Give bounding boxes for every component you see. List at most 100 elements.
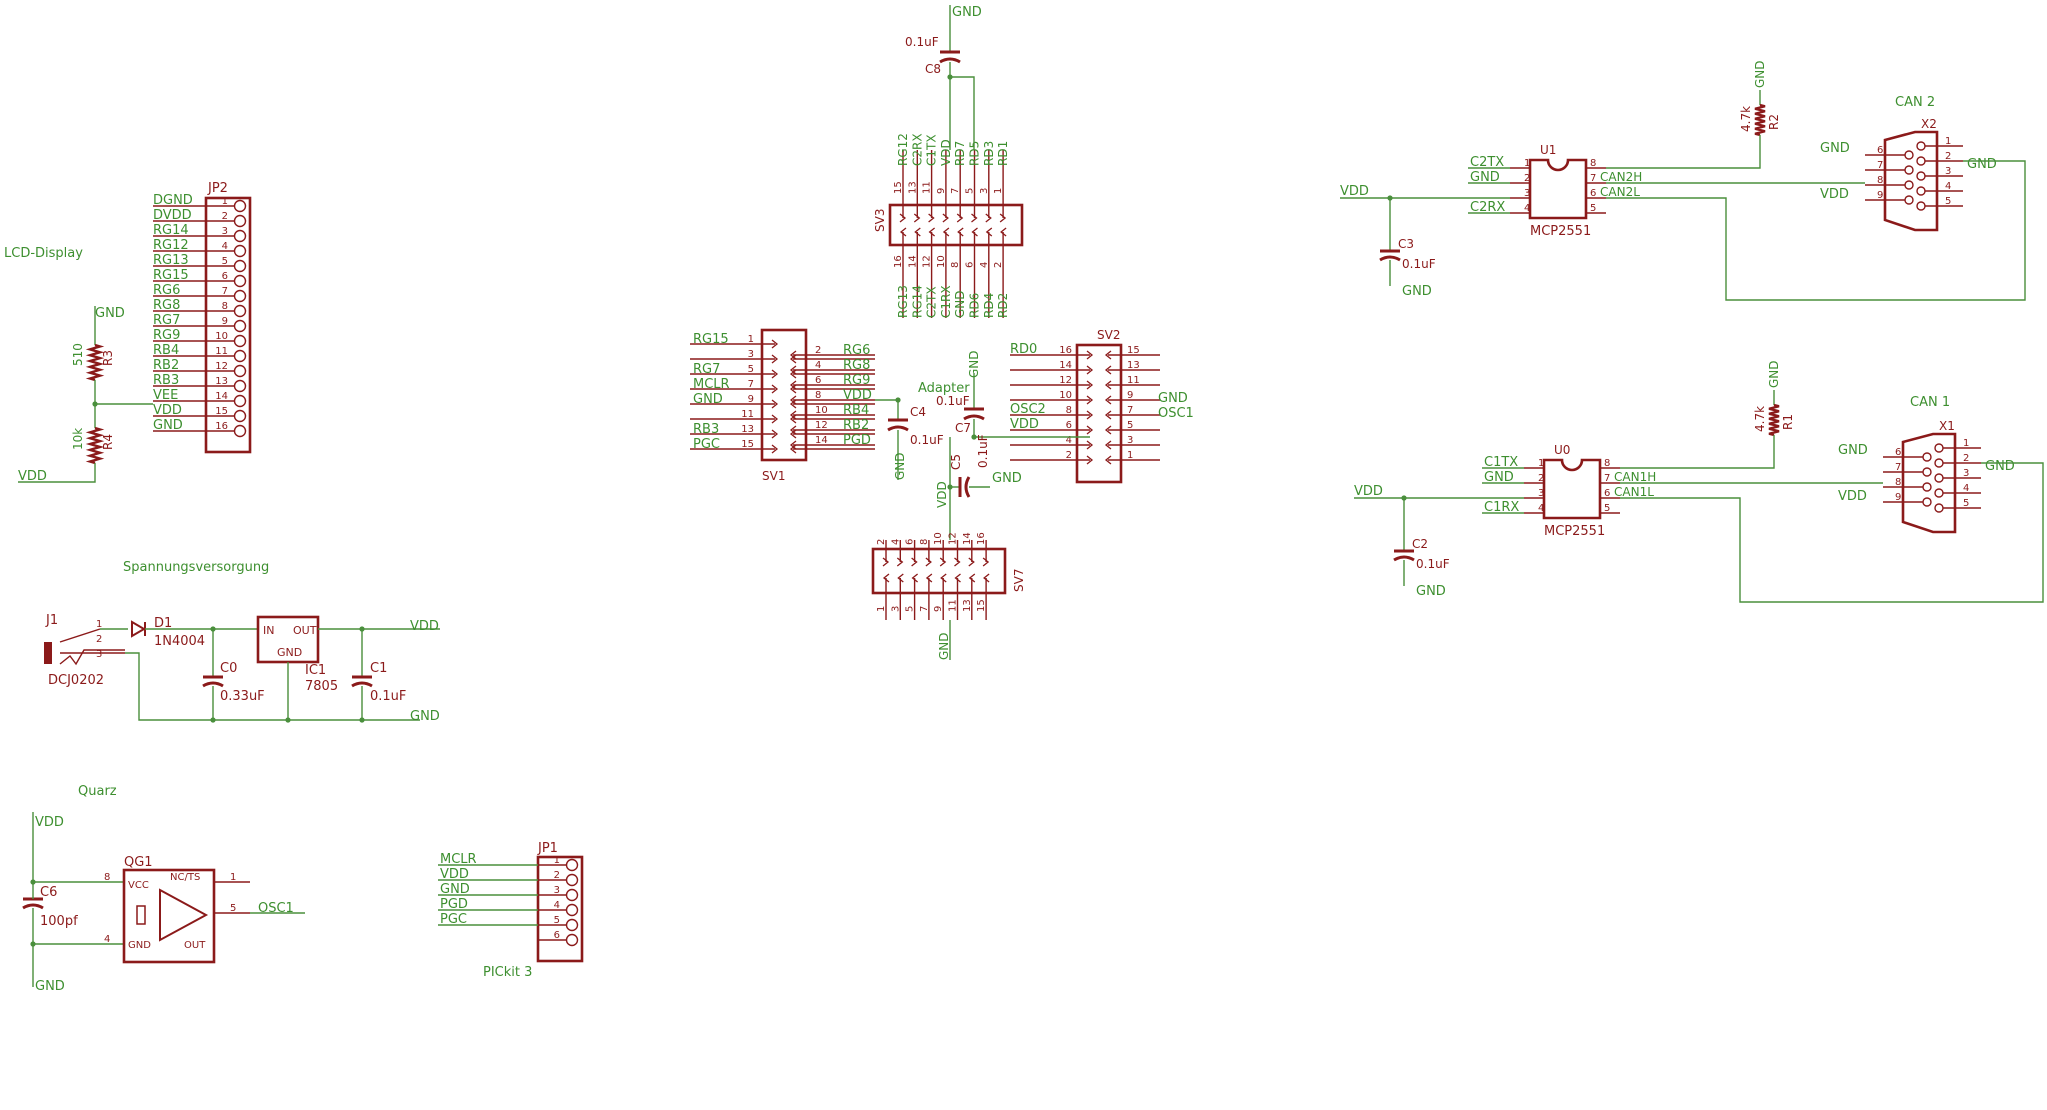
oscillator-triangle <box>159 888 209 942</box>
title-power-supply: Spannungsversorgung <box>123 560 269 575</box>
title-adapter: Adapter <box>918 381 970 396</box>
can1-pin-number: 6 <box>1604 488 1610 499</box>
qg1-pin: 8 <box>104 872 110 883</box>
sv3-top-signal: RD1 <box>996 141 1010 166</box>
vdd-label: VDD <box>410 619 439 634</box>
ic1-gnd: GND <box>277 646 302 659</box>
sv1-right-signal: PGD <box>843 433 871 448</box>
can1-pin-number: 1 <box>1538 458 1544 469</box>
sv1-pin-number: 2 <box>815 345 821 356</box>
sv3-pin-number: 2 <box>993 262 1004 268</box>
sv7-pin-number: 13 <box>962 599 973 612</box>
can1-db9-connector <box>1901 432 1957 534</box>
jp1-signal: GND <box>440 882 470 897</box>
sv3-pin-number: 13 <box>907 181 918 194</box>
can1-transceiver-body <box>1542 458 1602 520</box>
pin-arrow <box>983 573 990 583</box>
c4-name: C4 <box>910 405 926 419</box>
qg1-name: QG1 <box>124 855 153 870</box>
sv3-pin-number: 9 <box>936 188 947 194</box>
jp2-pin-number: 14 <box>215 391 228 402</box>
pin-arrow <box>942 213 949 223</box>
sv3-pin-number: 1 <box>993 188 1004 194</box>
jp2-signal: RG9 <box>153 328 180 343</box>
title-can1: CAN 1 <box>1910 395 1950 410</box>
pin-arrow <box>789 425 797 435</box>
capacitor-c1 <box>351 675 373 688</box>
gnd-label: GND <box>893 452 907 480</box>
pin-arrow <box>771 384 779 394</box>
jp1-pin-number: 4 <box>554 900 560 911</box>
gnd-label: GND <box>410 709 440 724</box>
sv3-pin-number: 10 <box>936 255 947 268</box>
jp1-signal: PGC <box>440 912 467 927</box>
jp1-pin-number: 6 <box>554 930 560 941</box>
vdd-label: VDD <box>18 469 47 484</box>
sv2-pin-number: 14 <box>1059 360 1072 371</box>
sv1-pin-number: 8 <box>815 390 821 401</box>
sv1-pin-number: 6 <box>815 375 821 386</box>
sv3-bottom-signal: RG13 <box>896 285 910 318</box>
j1-pin: 2 <box>96 634 102 645</box>
can2-canl-wire <box>1606 160 2026 301</box>
can1-res-name: R1 <box>1781 414 1795 430</box>
pin-arrow <box>1086 380 1094 390</box>
sv3-pin-number: 15 <box>893 181 904 194</box>
can2-pin-number: 7 <box>1590 173 1596 184</box>
pin-arrow <box>771 429 779 439</box>
sv3-pin-number: 14 <box>907 255 918 268</box>
sv3-header-body <box>888 203 1024 247</box>
can1-pin-number: 3 <box>1538 488 1544 499</box>
can1-db9-pin-number: 3 <box>1963 468 1969 479</box>
sv2-header-body <box>1075 343 1123 484</box>
gnd-label: GND <box>1985 459 2015 474</box>
sv3-bottom-signal: C2TX <box>925 286 939 318</box>
jp2-pin-circle <box>233 319 247 333</box>
gnd-label: GND <box>992 471 1022 486</box>
pin-arrow <box>789 365 797 375</box>
sv2-pin-number: 9 <box>1127 390 1133 401</box>
can1-left-signal: C1RX <box>1484 500 1519 515</box>
qg1-pin: 5 <box>230 903 236 914</box>
sv3-pin-number: 11 <box>922 181 933 194</box>
sv7-pin-number: 9 <box>933 606 944 612</box>
pin-arrow <box>956 213 964 223</box>
sv3-bottom-signal: RG14 <box>910 285 924 318</box>
sv1-header-body <box>760 328 808 462</box>
sv1-left-signal: RG15 <box>693 332 729 347</box>
sv2-pin-number: 13 <box>1127 360 1140 371</box>
can1-db9-pin-number: 5 <box>1963 498 1969 509</box>
can2-db9-pin-number: 3 <box>1945 166 1951 177</box>
gnd-label: GND <box>1967 157 1997 172</box>
can1-pin-number: 8 <box>1604 458 1610 469</box>
sv2-pin-number: 5 <box>1127 420 1133 431</box>
pin-arrow <box>1104 455 1112 465</box>
sv3-pin-number: 6 <box>965 262 976 268</box>
can1-left-signal: GND <box>1484 470 1514 485</box>
ic1-type: 7805 <box>305 679 338 694</box>
sv7-pin-number: 12 <box>948 532 959 545</box>
jp2-pin-number: 4 <box>222 241 228 252</box>
can1-connector-name: X1 <box>1939 419 1955 433</box>
sv2-pin-number: 16 <box>1059 345 1072 356</box>
c1-name: C1 <box>370 661 387 676</box>
can2-db9-pin-number: 5 <box>1945 196 1951 207</box>
sv3-pin-number: 16 <box>893 255 904 268</box>
jp2-signal: VEE <box>153 388 178 403</box>
osc1-label: OSC1 <box>258 901 294 916</box>
sv1-pin-number: 9 <box>748 394 754 405</box>
can2-db9-pin <box>1916 141 1926 151</box>
jp2-signal: RG6 <box>153 283 180 298</box>
can2-db9-pin-number: 6 <box>1877 145 1883 156</box>
pin-line <box>59 628 101 643</box>
jp1-pin-number: 5 <box>554 915 560 926</box>
jp2-pin-circle <box>233 289 247 303</box>
can1-ic-type: MCP2551 <box>1544 524 1605 539</box>
jp2-signal: RG13 <box>153 253 189 268</box>
sv3-top-signal: RD3 <box>982 141 996 166</box>
sv2-name: SV2 <box>1097 328 1120 342</box>
c5-value: 0.1uF <box>976 434 990 468</box>
can1-cap-value: 0.1uF <box>1416 557 1450 571</box>
junction-dot <box>971 434 977 440</box>
sv7-header-body <box>871 547 1007 595</box>
